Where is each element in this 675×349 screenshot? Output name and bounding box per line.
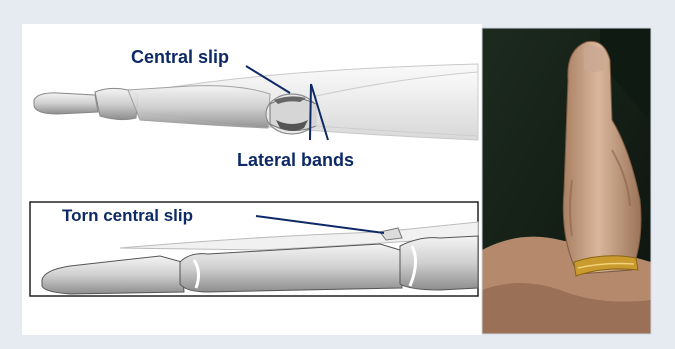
label-lateral-bands: Lateral bands	[237, 151, 354, 169]
finger-photo	[482, 28, 651, 334]
label-central-slip: Central slip	[131, 48, 229, 66]
label-torn-central-slip: Torn central slip	[62, 207, 193, 224]
